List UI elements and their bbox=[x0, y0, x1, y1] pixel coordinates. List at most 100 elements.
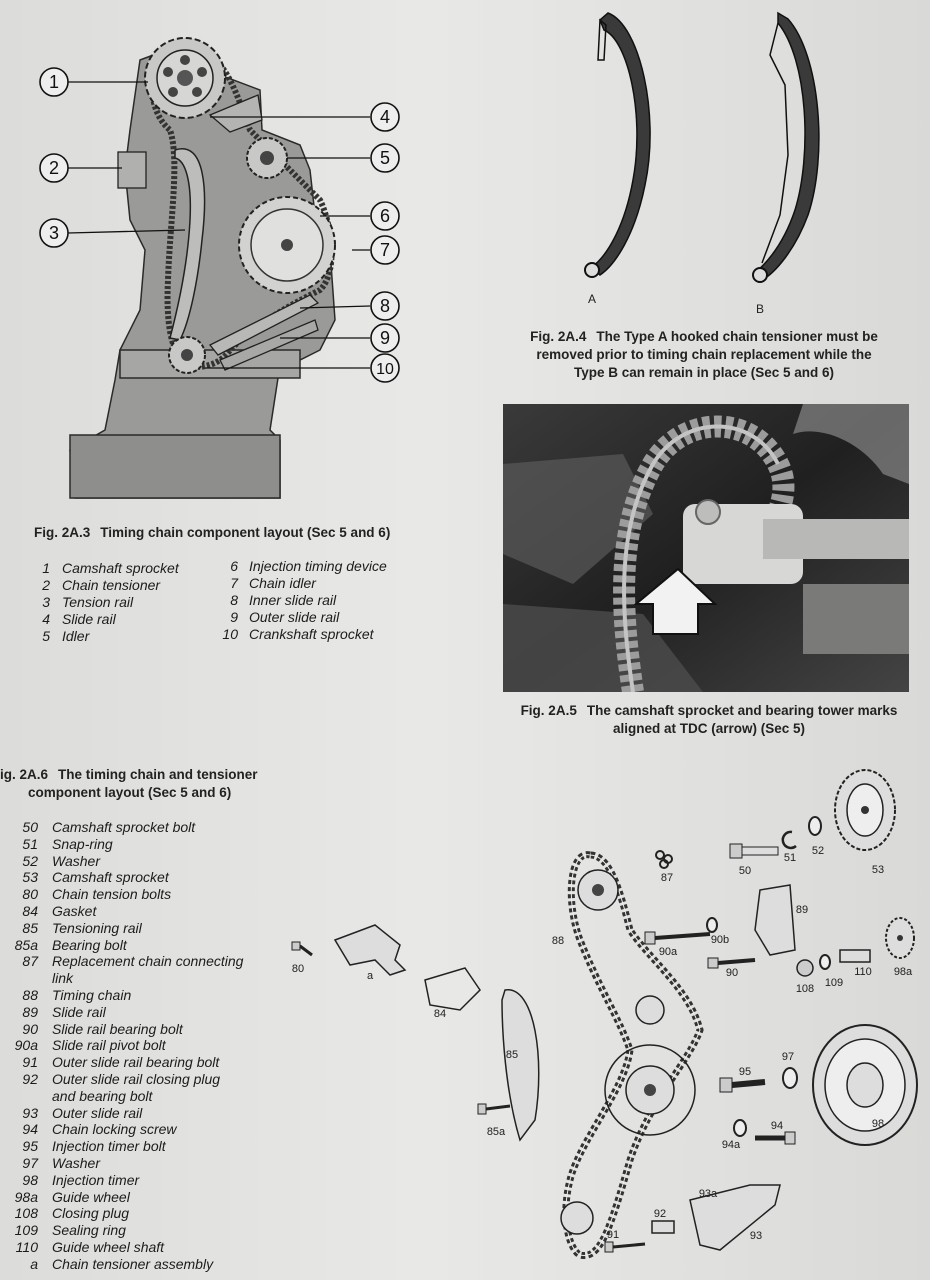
legend-key: 98a bbox=[14, 1188, 38, 1205]
legend-label: and bearing bolt bbox=[52, 1087, 153, 1104]
legend-key: 93 bbox=[22, 1104, 38, 1121]
legend-item: 53 Camshaft sprocket bbox=[8, 869, 298, 886]
fig-2a6-exploded-drawing: 50 51 52 53 87 88 89 90a 90b 90 108 109 … bbox=[291, 769, 918, 1259]
legend-label: Camshaft sprocket bbox=[62, 560, 179, 576]
part-label-87: 87 bbox=[661, 872, 673, 884]
slide-rail-upper bbox=[208, 94, 263, 133]
outer-slide-rail-93 bbox=[689, 1184, 781, 1251]
fig-2a6-caption-line-2: component layout (Sec 5 and 6) bbox=[28, 785, 232, 800]
legend-label: Slide rail bbox=[52, 1003, 106, 1020]
legend-label: Gasket bbox=[52, 902, 97, 919]
legend-item: and bearing bolt bbox=[8, 1088, 298, 1105]
part-label-50: 50 bbox=[739, 865, 751, 877]
callout-3-text: 3 bbox=[49, 223, 59, 243]
fig-2a4-drawing: A B bbox=[584, 11, 820, 316]
outer-slide-rail bbox=[219, 319, 319, 371]
plug-92 bbox=[651, 1220, 675, 1234]
legend-label: Tension rail bbox=[62, 594, 134, 610]
legend-key: 92 bbox=[22, 1070, 38, 1087]
photo-illustration bbox=[503, 404, 909, 692]
crank-sprocket bbox=[560, 1201, 594, 1235]
legend-label: Chain locking screw bbox=[52, 1121, 177, 1138]
legend-key: 8 bbox=[230, 592, 238, 608]
legend-key: 53 bbox=[22, 869, 38, 886]
bolt-50 bbox=[729, 843, 779, 859]
part-label-109: 109 bbox=[825, 977, 843, 989]
legend-key: 95 bbox=[22, 1138, 38, 1155]
part-label-92: 92 bbox=[654, 1208, 666, 1220]
bolt-80 bbox=[291, 941, 313, 957]
legend-item: 2 Chain tensioner bbox=[30, 577, 220, 594]
legend-label: Timing chain bbox=[52, 986, 132, 1003]
legend-label: Chain tensioner bbox=[62, 577, 161, 593]
part-label-90b: 90b bbox=[711, 934, 729, 946]
washer-52 bbox=[808, 816, 822, 836]
tensioning-rail-85 bbox=[501, 989, 540, 1142]
washer-90b bbox=[706, 917, 718, 933]
legend-label: Outer slide rail bbox=[249, 609, 340, 625]
legend-key: 52 bbox=[22, 852, 38, 869]
bolt-90a bbox=[644, 931, 711, 945]
legend-key: 85 bbox=[22, 919, 38, 936]
legend-item: 85a Bearing bolt bbox=[8, 937, 298, 954]
legend-item: link bbox=[8, 970, 298, 987]
part-label-93: 93 bbox=[750, 1230, 762, 1242]
legend-label: Camshaft sprocket bolt bbox=[52, 819, 196, 835]
slide-rail-89 bbox=[754, 884, 796, 956]
callout-7-text: 7 bbox=[380, 240, 390, 260]
legend-key: 6 bbox=[230, 558, 238, 574]
part-label-84: 84 bbox=[434, 1008, 446, 1020]
part-label-108: 108 bbox=[796, 983, 814, 995]
tdc-arrow-icon bbox=[633, 567, 718, 635]
legend-key: 2 bbox=[42, 577, 50, 593]
legend-label: Slide rail bbox=[62, 611, 116, 627]
legend-label: Camshaft sprocket bbox=[52, 869, 169, 886]
callout-4-text: 4 bbox=[380, 107, 390, 127]
callout-2: 2 bbox=[39, 153, 69, 183]
callout-5-text: 5 bbox=[380, 148, 390, 168]
part-label-94a: 94a bbox=[722, 1139, 741, 1151]
legend-key: 85a bbox=[14, 936, 38, 953]
legend-key: 7 bbox=[230, 575, 238, 591]
seal-109 bbox=[819, 954, 831, 970]
part-label-110: 110 bbox=[854, 966, 872, 978]
bolt-90 bbox=[707, 957, 756, 969]
legend-key: 1 bbox=[42, 560, 50, 576]
legend-label: Outer slide rail bearing bolt bbox=[52, 1054, 220, 1071]
tensioner-type-a: A bbox=[584, 12, 651, 306]
fig-2a6-number: ig. 2A.6 bbox=[0, 767, 49, 782]
legend-label: Bearing bolt bbox=[52, 936, 127, 953]
legend-key: 89 bbox=[22, 1003, 38, 1020]
legend-key: 10 bbox=[222, 626, 238, 642]
fig-2a5-number: Fig. 2A.5 bbox=[520, 703, 577, 718]
callout-9: 9 bbox=[370, 323, 400, 353]
legend-key: 98 bbox=[22, 1171, 38, 1188]
legend-label: Guide wheel bbox=[52, 1188, 130, 1205]
snap-ring-51 bbox=[781, 830, 797, 850]
label-a: A bbox=[588, 292, 596, 306]
part-label-95: 95 bbox=[739, 1066, 751, 1078]
fig-2a4-caption-line-3: Type B can remain in place (Sec 5 and 6) bbox=[573, 365, 835, 380]
shaft-110 bbox=[839, 949, 871, 963]
callout-2-text: 2 bbox=[49, 158, 59, 178]
